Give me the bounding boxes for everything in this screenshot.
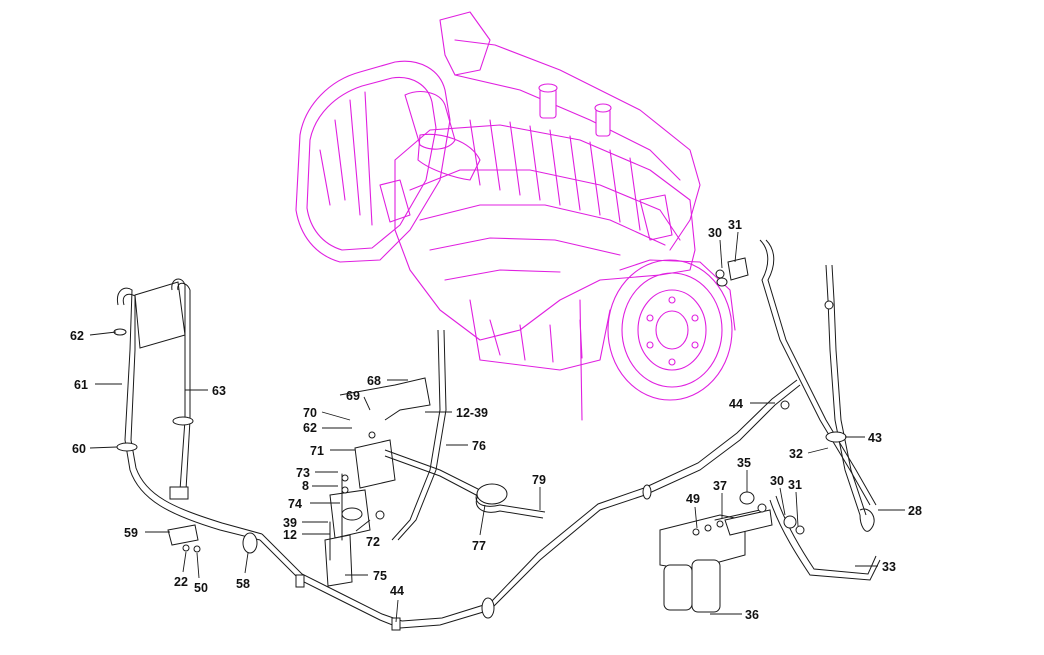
callout-43: 43: [868, 431, 882, 445]
callout-31-b: 31: [788, 478, 802, 492]
engine-assembly: [295, 11, 736, 421]
callout-71: 71: [310, 444, 324, 458]
callout-72: 72: [366, 535, 380, 549]
callout-63: 63: [212, 384, 226, 398]
callout-8: 8: [302, 479, 309, 493]
callout-12: 12: [283, 528, 297, 542]
callout-69: 69: [346, 389, 360, 403]
callout-49: 49: [686, 492, 700, 506]
callout-50: 50: [194, 581, 208, 595]
callout-32: 32: [789, 447, 803, 461]
callout-61: 61: [74, 378, 88, 392]
callout-28: 28: [908, 504, 922, 518]
callout-59: 59: [124, 526, 138, 540]
callout-75: 75: [373, 569, 387, 583]
callout-33: 33: [882, 560, 896, 574]
fuel-line-system: [113, 239, 881, 631]
callout-62-b: 62: [303, 421, 317, 435]
callout-35: 35: [737, 456, 751, 470]
callout-44-b: 44: [390, 584, 404, 598]
callout-74: 74: [288, 497, 302, 511]
callout-79: 79: [532, 473, 546, 487]
callout-58: 58: [236, 577, 250, 591]
callout-30: 30: [708, 226, 722, 240]
callout-73: 73: [296, 466, 310, 480]
callout-30-b: 30: [770, 474, 784, 488]
callout-39: 39: [283, 516, 297, 530]
callout-31: 31: [728, 218, 742, 232]
leader-lines: [89, 231, 905, 623]
callout-37: 37: [713, 479, 727, 493]
callout-labels: 30 31 62 61 63 60 68 69 70 62 12-39 44 7…: [70, 218, 922, 622]
callout-68: 68: [367, 374, 381, 388]
callout-44: 44: [729, 397, 743, 411]
callout-36: 36: [745, 608, 759, 622]
callout-60: 60: [72, 442, 86, 456]
callout-12-39: 12-39: [456, 406, 488, 420]
callout-70: 70: [303, 406, 317, 420]
callout-76: 76: [472, 439, 486, 453]
callout-77: 77: [472, 539, 486, 553]
callout-22: 22: [174, 575, 188, 589]
callout-62: 62: [70, 329, 84, 343]
